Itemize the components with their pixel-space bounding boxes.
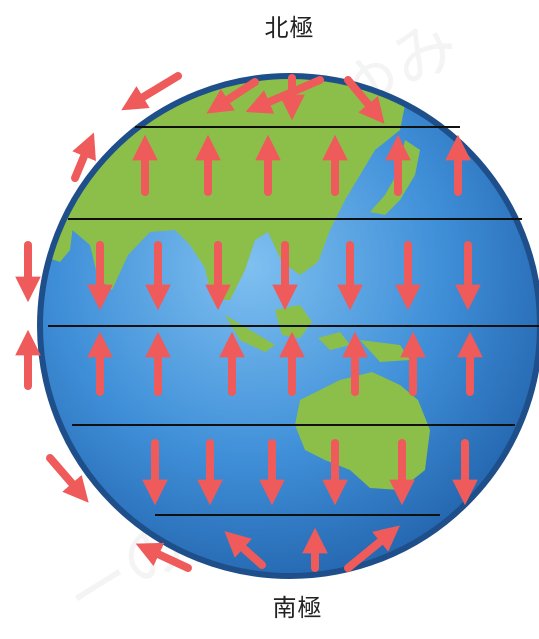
side-arrow: [75, 142, 90, 178]
globe-circulation-diagram: [0, 0, 539, 621]
side-arrow: [130, 76, 178, 105]
side-arrow: [50, 458, 82, 495]
